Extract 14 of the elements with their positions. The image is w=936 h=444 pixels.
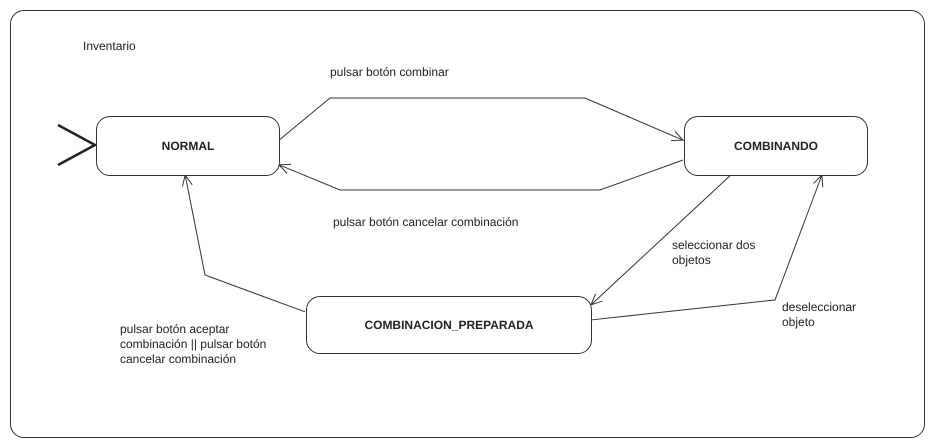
state-name: COMBINANDO bbox=[734, 139, 818, 153]
frame-title: Inventario bbox=[83, 39, 136, 53]
transition-arrow bbox=[590, 174, 732, 306]
frame-box bbox=[10, 10, 925, 438]
state-name: NORMAL bbox=[162, 139, 214, 153]
initial-arrow bbox=[56, 124, 96, 166]
transition-arrow bbox=[278, 98, 684, 141]
state-name: COMBINACION_PREPARADA bbox=[364, 318, 534, 332]
state-box bbox=[684, 116, 868, 176]
state-box bbox=[306, 296, 592, 354]
transition-arrow bbox=[182, 174, 306, 312]
transition-arrow bbox=[590, 174, 824, 320]
state-box bbox=[96, 116, 280, 176]
transition-arrow bbox=[278, 160, 684, 190]
